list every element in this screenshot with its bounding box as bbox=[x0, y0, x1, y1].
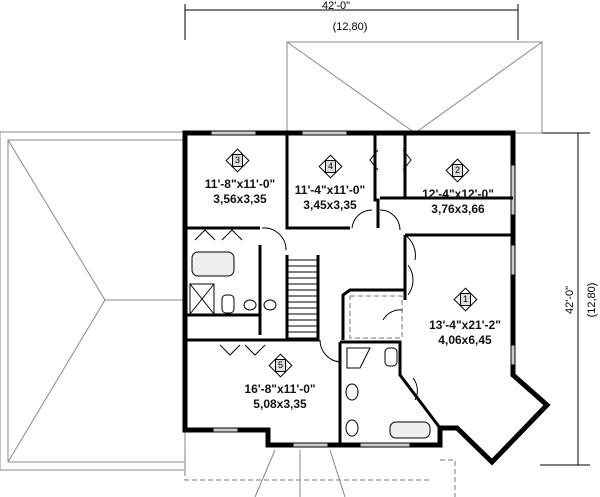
exterior-walls bbox=[182, 130, 551, 466]
room-tag-bedroom-5: 5 bbox=[268, 353, 293, 378]
closet-doors bbox=[194, 149, 412, 356]
right-dimension-line bbox=[540, 132, 590, 466]
room-size-metric: 3,56x3,35 bbox=[213, 192, 267, 206]
room-label-bedroom-4: 11'-4"x11'-0"3,45x3,35 bbox=[295, 183, 365, 213]
room-tag-bedroom-3: 3 bbox=[225, 148, 250, 173]
room-size-imperial: 11'-4"x11'-0" bbox=[294, 183, 366, 197]
room-tag-bedroom-2: 2 bbox=[445, 158, 470, 183]
room-label-bedroom-3: 11'-8"x11'-0"3,56x3,35 bbox=[205, 177, 275, 207]
room-size-metric: 5,08x3,35 bbox=[253, 397, 307, 411]
room-size-imperial: 11'-8"x11'-0" bbox=[204, 177, 276, 191]
door-swings bbox=[261, 209, 418, 401]
room-label-bedroom-2: 12'-4"x12'-0"3,76x3,66 bbox=[422, 187, 494, 217]
room-size-metric: 4,06x6,45 bbox=[438, 333, 492, 347]
top-dimension-line bbox=[184, 4, 519, 40]
top-dimension-metric: (12,80) bbox=[332, 21, 368, 33]
room-size-metric: 3,45x3,35 bbox=[303, 198, 357, 212]
room-size-imperial: 16'-8"x11'-0" bbox=[244, 382, 316, 396]
room-label-master-bedroom: 13'-4"x21'-2"4,06x6,45 bbox=[429, 318, 501, 348]
top-roof-outline bbox=[286, 41, 543, 134]
right-dimension-imperial: 42'-0" bbox=[564, 285, 576, 315]
room-size-metric: 3,76x3,66 bbox=[431, 202, 485, 216]
top-dimension-imperial: 42'-0" bbox=[321, 0, 351, 12]
bathroom-fixtures bbox=[189, 251, 431, 439]
room-label-bedroom-5: 16'-8"x11'-0"5,08x3,35 bbox=[244, 382, 315, 412]
stairs bbox=[287, 259, 318, 339]
room-tag-master-bedroom: 1 bbox=[453, 287, 478, 312]
porch-outline bbox=[184, 449, 456, 497]
room-size-imperial: 12'-4"x12'-0" bbox=[422, 187, 494, 201]
right-dimension-metric: (12,80) bbox=[586, 282, 598, 318]
room-tag-bedroom-4: 4 bbox=[318, 154, 343, 179]
left-roof-outline bbox=[0, 131, 186, 471]
room-size-imperial: 13'-4"x21'-2" bbox=[429, 318, 501, 332]
windows bbox=[210, 130, 516, 448]
